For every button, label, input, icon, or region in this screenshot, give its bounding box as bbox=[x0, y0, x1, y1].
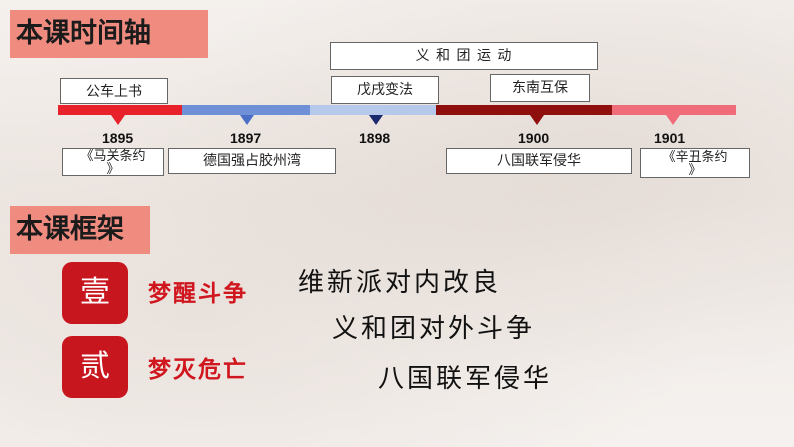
marker-1897 bbox=[240, 115, 254, 125]
timeline-segment-1901 bbox=[612, 105, 736, 115]
badge-one: 壹 bbox=[62, 262, 128, 324]
event-maguan: 《马关条约 》 bbox=[62, 148, 164, 176]
line-baguo: 八国联军侵华 bbox=[378, 364, 553, 394]
event-maguan-line1: 《马关条约 bbox=[80, 149, 146, 164]
line-yihetuan: 义和团对外斗争 bbox=[332, 314, 536, 344]
year-1897: 1897 bbox=[230, 130, 262, 146]
timeline-section-title: 本课时间轴 bbox=[10, 10, 208, 58]
timeline-segment-1895 bbox=[58, 105, 182, 115]
marker-1900 bbox=[530, 115, 544, 125]
timeline-segment-1900 bbox=[436, 105, 612, 115]
event-maguan-line2: 》 bbox=[106, 162, 120, 177]
year-1895: 1895 bbox=[102, 130, 134, 146]
year-1900: 1900 bbox=[518, 130, 550, 146]
year-1901: 1901 bbox=[654, 130, 686, 146]
event-wuxu: 戊戌变法 bbox=[331, 76, 439, 104]
event-gongche: 公车上书 bbox=[60, 78, 168, 104]
event-yihetuan: 义 和 团 运 动 bbox=[330, 42, 598, 70]
marker-1898 bbox=[369, 115, 383, 125]
marker-1901 bbox=[666, 115, 680, 125]
event-xinchou: 《辛丑条约 》 bbox=[640, 148, 750, 178]
label-mengxing: 梦醒斗争 bbox=[148, 280, 248, 307]
event-xinchou-line1: 《辛丑条约 bbox=[662, 150, 728, 165]
year-1898: 1898 bbox=[359, 130, 391, 146]
marker-1895 bbox=[111, 115, 125, 125]
event-baguo: 八国联军侵华 bbox=[446, 148, 632, 174]
timeline-segment-1898 bbox=[310, 105, 436, 115]
label-mengmie: 梦灭危亡 bbox=[148, 356, 248, 383]
framework-section-title: 本课框架 bbox=[10, 206, 150, 254]
badge-two: 贰 bbox=[62, 336, 128, 398]
timeline-segment-1897 bbox=[182, 105, 310, 115]
event-dongnan: 东南互保 bbox=[490, 74, 590, 102]
event-xinchou-line2: 》 bbox=[688, 163, 702, 178]
line-weixinpai: 维新派对内改良 bbox=[298, 268, 502, 298]
event-deguo: 德国强占胶州湾 bbox=[168, 148, 336, 174]
